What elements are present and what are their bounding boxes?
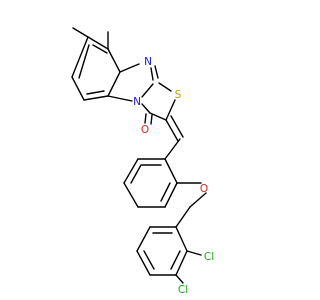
bond [107,71,121,97]
atom-cl-upper: Cl [204,251,214,263]
bond [175,206,191,228]
bond [149,112,167,121]
bond [119,63,140,73]
bond-double [150,67,154,81]
bond-inner [170,250,181,270]
bond [141,83,154,98]
bond [123,182,139,208]
exocyclic-double-bond [165,119,179,142]
bond [123,158,139,184]
bond [136,250,151,276]
bond [71,36,89,78]
bond [158,82,172,92]
bond-inner [78,44,90,79]
bond-inner [92,44,108,54]
bond-inner [143,250,155,270]
c-cl-bond-lower [175,274,184,284]
atom-n-imine: N [144,56,152,68]
bond-double [154,65,159,79]
bond [141,103,151,114]
exocyclic-double-bond [170,115,184,138]
bond [164,158,178,184]
bond-inner [130,164,142,184]
chemical-structure-diagram: N S N O O Cl Cl [71,27,214,296]
atom-s-ring: S [175,89,182,101]
c-cl-bond-upper [186,250,202,256]
bond [107,48,121,73]
bond [87,36,109,50]
atom-o-ether: O [200,183,208,195]
bond [175,250,188,276]
bond [71,76,85,101]
atom-n-bridge: N [133,96,141,108]
bond [165,99,176,121]
bond-inner [86,90,105,95]
carbonyl-bond [144,113,147,124]
bond [189,192,207,208]
bond-inner [160,182,171,202]
bond [83,95,109,101]
methyl-bond-left [72,27,89,38]
bond [136,226,151,252]
bond [164,138,181,160]
bond [107,95,133,102]
bond-lines [71,27,207,284]
atom-o-carbonyl: O [141,124,149,136]
bond [164,182,178,208]
bond [175,226,188,252]
atom-cl-lower: Cl [178,284,188,296]
carbonyl-bond [150,114,153,125]
